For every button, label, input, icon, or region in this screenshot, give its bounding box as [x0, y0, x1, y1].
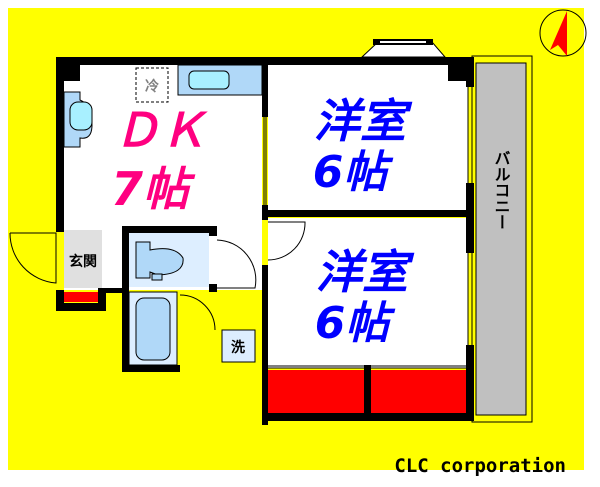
fridge-label: 冷 — [145, 78, 159, 95]
fridge-space: 冷 — [135, 67, 169, 103]
bathtub — [128, 291, 178, 366]
balcony: バルコニー — [471, 55, 533, 423]
windows — [263, 87, 473, 369]
walls — [56, 57, 474, 425]
entrance: 玄関 — [64, 230, 102, 288]
western-room-1-floor — [268, 65, 468, 212]
shoe-box — [64, 292, 98, 302]
toilet-room — [129, 233, 209, 287]
closet-2 — [371, 370, 466, 413]
closet-1 — [268, 370, 364, 413]
bay-window — [360, 39, 447, 58]
north-arrow-icon — [539, 9, 587, 57]
washer-label: 洗 — [231, 339, 245, 356]
stove — [63, 91, 93, 148]
western-room-2-floor — [268, 218, 468, 368]
doors — [9, 221, 306, 331]
western-room-1-size: 6帖 — [313, 147, 395, 198]
washer: 洗 — [221, 329, 256, 363]
kitchen-sink — [177, 64, 263, 96]
company-name: CLC corporation — [394, 455, 566, 477]
western-room-2-size: 6帖 — [315, 298, 397, 349]
dk-name: ＤＫ — [114, 103, 208, 157]
balcony-label: バルコニー — [492, 150, 511, 230]
dk-size: 7帖 — [111, 162, 196, 216]
western-room-2-name: 洋室 — [316, 245, 415, 299]
entrance-label: 玄関 — [69, 253, 97, 270]
western-room-1-name: 洋室 — [314, 94, 413, 148]
